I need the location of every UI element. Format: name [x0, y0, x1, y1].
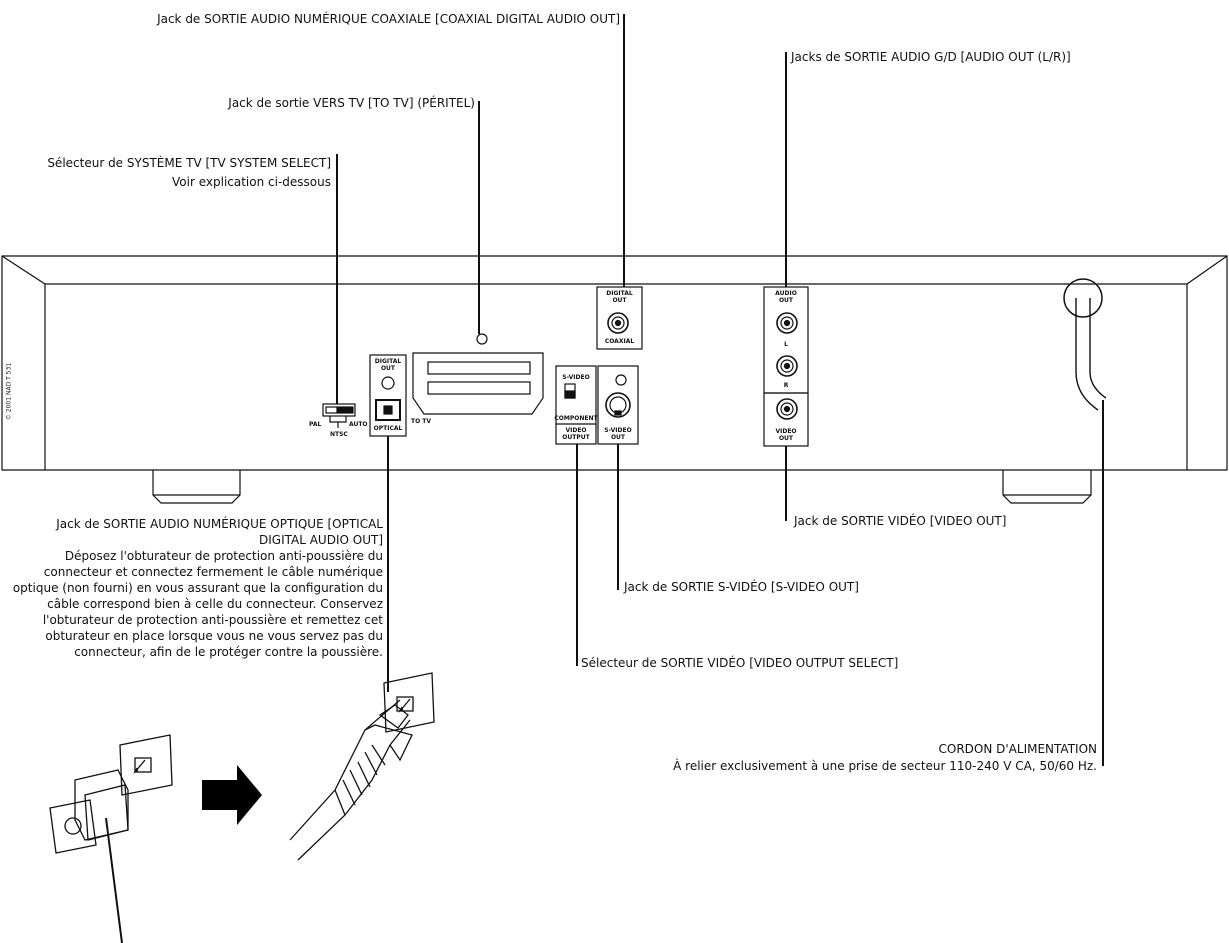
foot-left	[152, 470, 241, 504]
l-label: L	[784, 341, 788, 348]
coaxial-callout: Jack de SORTIE AUDIO NUMÉRIQUE COAXIALE …	[157, 12, 620, 26]
to-tv-label: TO TV	[411, 418, 432, 425]
chassis-outer	[1, 255, 1228, 471]
tv-system-switch	[322, 403, 356, 417]
optical-label: OPTICAL	[373, 425, 403, 432]
tv-system-callout-line1: Sélecteur de SYSTÈME TV [TV SYSTEM SELEC…	[47, 156, 331, 170]
svideo-out-callout: Jack de SORTIE S-VIDÉO [S-VIDEO OUT]	[624, 580, 859, 594]
power-cord-callout-line2: À relier exclusivement à une prise de se…	[673, 759, 1097, 773]
ntsc-label: NTSC	[330, 431, 348, 438]
component-label: COMPONENT	[554, 415, 598, 422]
video-out-callout: Jack de SORTIE VIDÉO [VIDEO OUT]	[794, 514, 1007, 528]
video-output-select-callout: Sélecteur de SORTIE VIDÉO [VIDEO OUTPUT …	[581, 656, 899, 670]
foot-right	[1002, 470, 1092, 504]
auto-label: AUTO	[349, 421, 368, 428]
power-cord	[1075, 298, 1107, 411]
optical-callout: Jack de SORTIE AUDIO NUMÉRIQUE OPTIQUE […	[12, 517, 383, 659]
scart-screw	[476, 333, 488, 345]
scart-pins-top	[427, 361, 531, 375]
svideo-select-label: S-VIDEO	[562, 374, 590, 381]
chassis-bevel	[1, 255, 1228, 285]
power-cord-grommet	[1063, 278, 1103, 318]
scart-connector	[412, 352, 544, 415]
r-label: R	[783, 382, 789, 389]
coaxial-label: COAXIAL	[604, 338, 635, 345]
pal-label: PAL	[309, 421, 322, 428]
copyright-text: © 2001 NAD T 531	[5, 362, 13, 421]
coaxial-out-box	[596, 286, 643, 350]
arrow-right	[202, 765, 262, 825]
scart-pins-bottom	[427, 381, 531, 395]
power-cord-callout-line1: CORDON D'ALIMENTATION	[938, 742, 1098, 756]
to-tv-callout: Jack de sortie VERS TV [TO TV] (PÉRITEL)	[228, 96, 475, 110]
audio-out-callout: Jacks de SORTIE AUDIO G/D [AUDIO OUT (L/…	[791, 50, 1071, 64]
optical-cable-illustration	[289, 672, 435, 861]
tv-system-callout-line2: Voir explication ci-dessous	[172, 175, 331, 189]
dust-cap-illustration	[49, 734, 173, 854]
